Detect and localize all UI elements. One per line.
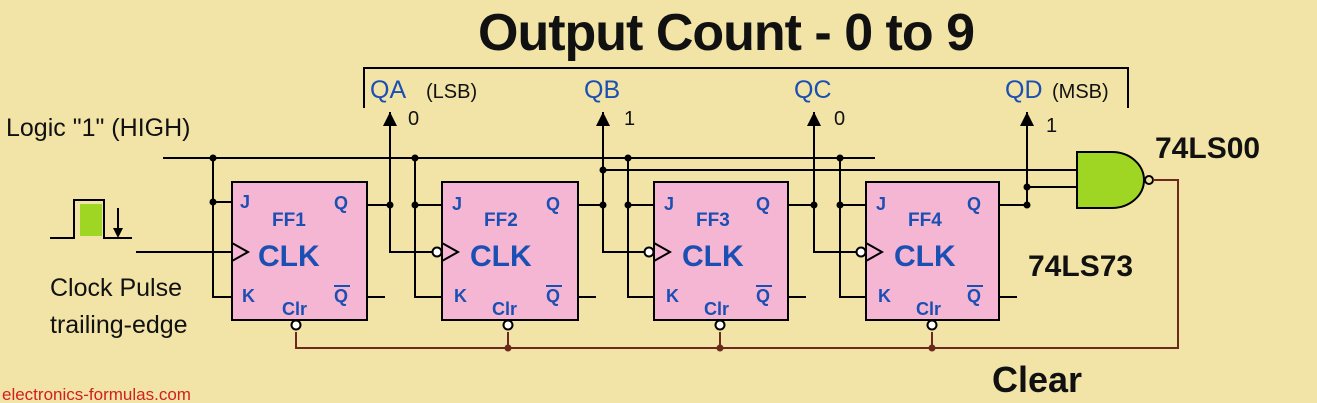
logic-high-label: Logic "1" (HIGH): [6, 114, 190, 142]
ff4-k-pin: K: [878, 286, 891, 306]
ff1-q-pin: Q: [334, 193, 348, 213]
ff3-k-pin: K: [666, 286, 679, 306]
ff-chip-label: 74LS73: [1028, 250, 1133, 283]
ff2-name: FF2: [484, 210, 518, 231]
jk-tie-wires: [209, 154, 866, 298]
output-note-qd: (MSB): [1052, 81, 1109, 103]
clock-label-1: Clock Pulse: [50, 274, 182, 302]
ff1-qbar-pin: Q: [334, 286, 348, 306]
ff3-clk-label: CLK: [682, 240, 744, 273]
output-bracket: [363, 67, 1129, 108]
ff3-name: FF3: [696, 210, 730, 231]
q-to-clk-wires: [367, 201, 1031, 253]
output-value-qd: 1: [1046, 115, 1057, 137]
flipflop-ff3: J K Q Q Clr FF3 CLK: [643, 181, 789, 331]
clock-label-2: trailing-edge: [50, 311, 188, 339]
flipflop-ff2: J K Q Q Clr FF2 CLK: [431, 181, 579, 331]
flipflop-ff4: J K Q Q Clr FF4 CLK: [855, 181, 1000, 331]
ff4-name: FF4: [908, 210, 942, 231]
nand-gate: [1076, 151, 1154, 209]
ff3-clr-pin: Clr: [704, 299, 729, 319]
ff4-q-pin: Q: [967, 194, 981, 214]
diagram-title: Output Count - 0 to 9: [478, 4, 974, 62]
output-value-qa: 0: [408, 108, 419, 130]
ff1-clk-label: CLK: [258, 240, 320, 273]
ff2-clk-label: CLK: [470, 240, 532, 273]
clear-label: Clear: [992, 359, 1082, 400]
output-label-qc: QC: [794, 76, 832, 104]
output-label-qd: QD: [1005, 76, 1043, 104]
ff4-j-pin: J: [876, 194, 886, 214]
ff2-clr-pin: Clr: [492, 299, 517, 319]
flipflop-ff1: J K Q Q Clr FF1 CLK: [231, 181, 368, 331]
nand-input-wires: [599, 166, 1077, 191]
ff2-qbar-pin: Q: [546, 286, 560, 306]
output-label-qb: QB: [584, 76, 620, 104]
nand-chip-label: 74LS00: [1155, 132, 1260, 165]
clock-pulse-icon: [50, 199, 132, 239]
watermark: electronics-formulas.com: [2, 385, 191, 403]
output-note-qa: (LSB): [426, 81, 477, 103]
ff4-clk-label: CLK: [894, 240, 956, 273]
clear-line: [295, 179, 1179, 349]
ff1-clr-pin: Clr: [282, 299, 307, 319]
clear-taps: [504, 332, 936, 352]
ff1-name: FF1: [272, 210, 306, 231]
ff4-clr-pin: Clr: [916, 299, 941, 319]
ff3-j-pin: J: [664, 194, 674, 214]
ff2-k-pin: K: [454, 286, 467, 306]
ff4-qbar-pin: Q: [967, 286, 981, 306]
ff2-j-pin: J: [452, 194, 462, 214]
ff3-q-pin: Q: [756, 194, 770, 214]
output-value-qb: 1: [624, 108, 635, 130]
ff1-j-pin: J: [240, 192, 250, 212]
output-value-qc: 0: [834, 108, 845, 130]
ff2-q-pin: Q: [546, 194, 560, 214]
ff1-k-pin: K: [242, 286, 255, 306]
output-label-qa: QA: [370, 76, 406, 104]
ff3-qbar-pin: Q: [756, 286, 770, 306]
